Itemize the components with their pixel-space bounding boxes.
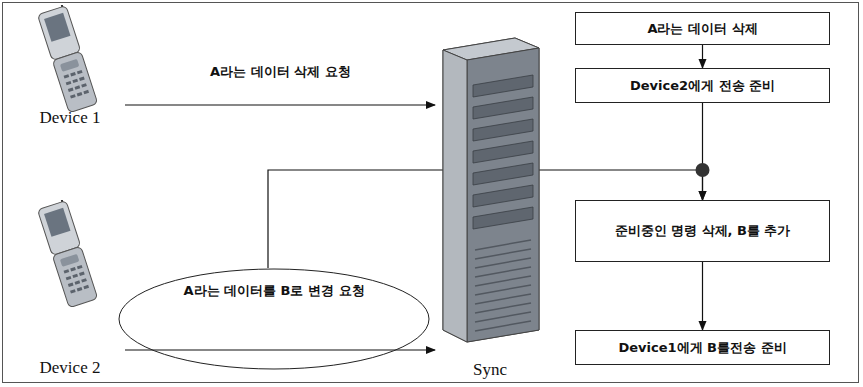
process-box: A라는 데이터 삭제: [575, 12, 830, 45]
process-box: Device1에게 B를전송 준비: [575, 330, 830, 365]
device-node: Device 1: [15, 5, 125, 130]
phone-icon: [15, 200, 125, 310]
process-box: Device2에게 전송 준비: [575, 68, 830, 103]
node-text: Device 2: [15, 357, 125, 380]
phone-icon: [15, 5, 125, 115]
node-text: A라는 데이터를 B로 변경 요청: [148, 282, 400, 300]
node-text: Device1에게 B를전송 준비: [618, 339, 786, 357]
node-text: Device 1: [15, 107, 125, 130]
sync-server: Sync: [435, 30, 545, 382]
node-text: A라는 데이터 삭제: [647, 20, 757, 38]
connector-arrow: [702, 45, 703, 68]
node-text: Device2에게 전송 준비: [630, 77, 775, 95]
outer-frame: [2, 2, 859, 383]
device-node: Device 2: [15, 200, 125, 380]
node-text: 준비중인 명령 삭제, B를 추가: [615, 222, 791, 240]
connector-arrow: [125, 104, 435, 105]
process-box: 준비중인 명령 삭제, B를 추가: [575, 200, 830, 262]
connector-arrow: [702, 262, 703, 330]
merge-dot: [696, 163, 710, 177]
node-text: Sync: [435, 359, 545, 382]
connector-arrow: [125, 349, 435, 350]
request-ellipse: A라는 데이터를 B로 변경 요청: [118, 268, 430, 370]
server-illustration: [435, 30, 545, 350]
edge-label: A라는 데이터 삭제 요청: [208, 63, 353, 81]
